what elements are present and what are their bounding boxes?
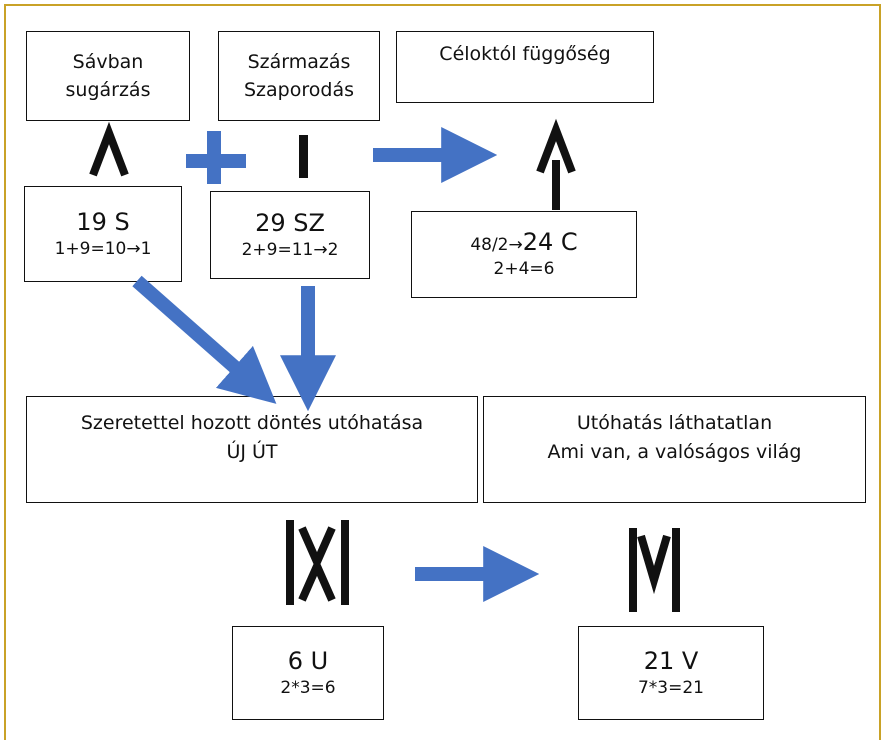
savban-line-2: sugárzás [65,79,151,101]
arrow-diagonal [132,275,277,404]
c-prefix: 48/2→ [470,235,523,255]
box-savban: Sávban sugárzás [26,31,190,121]
utohatas-line-2: Ami van, a valóságos világ [547,440,802,463]
box-29-sz: 29 SZ 2+9=11→2 [210,191,370,279]
v-title: 21 V [643,646,699,675]
box-19-s: 19 S 1+9=10→1 [24,186,182,282]
szeretettel-line-1: Szeretettel hozott döntés utóhatása [80,412,424,434]
sz-formula: 2+9=11→2 [241,239,339,260]
rune-lambda-icon [89,121,129,177]
szarmazas-line-1: Származás [247,50,351,73]
s-formula: 1+9=10→1 [54,238,152,259]
u-formula: 2*3=6 [280,677,336,698]
savban-line-1: Sávban [72,50,144,73]
box-21-v: 21 V 7*3=21 [578,626,764,720]
box-szeretettel: Szeretettel hozott döntés utóhatása ÚJ Ú… [26,396,478,503]
rune-arrow-up-icon [536,118,576,210]
celoktol-text: Céloktól függőség [439,43,611,65]
szeretettel-line-2: ÚJ ÚT [226,440,278,463]
rune-i-icon [299,135,308,178]
rune-x-icon [286,520,349,605]
s-title: 19 S [76,207,130,236]
u-title: 6 U [287,646,329,675]
c-formula: 2+4=6 [493,259,555,280]
box-6-u: 6 U 2*3=6 [232,626,384,720]
document-frame [4,4,881,740]
box-24-c: 48/2→24 C 2+4=6 [411,211,637,298]
box-utohatas: Utóhatás láthatatlan Ami van, a valóságo… [483,396,866,503]
rune-m-icon [629,528,680,612]
plus-icon [186,131,246,184]
box-szarmazas: Származás Szaporodás [218,31,380,121]
c-title-row: 48/2→24 C [470,227,577,258]
szarmazas-line-2: Szaporodás [244,79,354,101]
v-formula: 7*3=21 [637,677,704,698]
c-title: 24 C [522,228,578,256]
box-celoktol: Céloktól függőség [396,31,654,103]
utohatas-line-1: Utóhatás láthatatlan [576,412,773,434]
sz-title: 29 SZ [255,208,325,237]
